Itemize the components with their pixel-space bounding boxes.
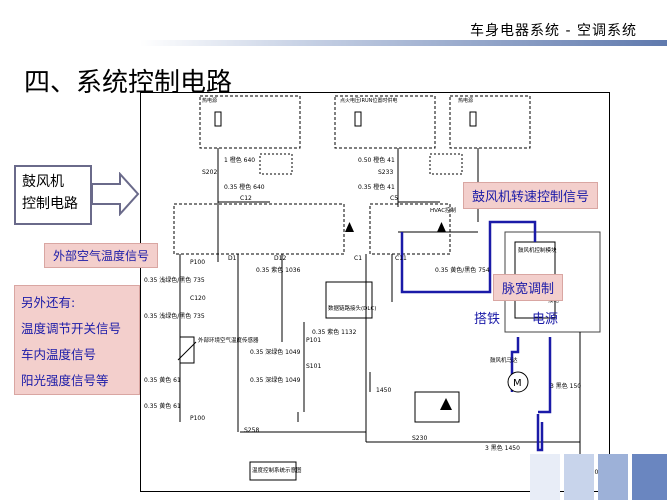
wire-label: 0.50 橙色 41 [358, 156, 395, 164]
fuse-box-2-label: 点火电压IRUN位置时供电 [340, 97, 397, 104]
component-note: 数据链路接头(DLC) [328, 304, 376, 312]
other-heading: 另外还有: [21, 295, 76, 310]
svg-text:M: M [513, 378, 522, 389]
ground-label: 搭铁 [474, 312, 501, 327]
other-item-3: 阳光强度信号等 [21, 373, 109, 388]
wire-label: 0.35 深绿色 1049 [250, 376, 301, 384]
blower-speed-signal-label: 鼓风机转速控制信号 [463, 182, 599, 209]
wire-label: 0.35 橙色 41 [358, 183, 395, 191]
wire-label: 0.35 浅绿色/黑色 735 [144, 276, 205, 284]
connector-label: G200 [586, 469, 602, 476]
pwm-label: 脉宽调制 [493, 274, 564, 301]
connector-label: D12 [274, 255, 286, 262]
component-note: 鼓风机控制模块 [518, 246, 557, 254]
other-item-1: 温度调节开关信号 [21, 321, 122, 336]
right-arrow-icon [92, 172, 140, 216]
wire-label: 3 黑色 150 [550, 382, 581, 390]
wire-label: 0.35 紫色 1036 [256, 266, 301, 274]
wire-label: 0.35 橙色 640 [224, 183, 265, 191]
connector-label: S101 [306, 363, 321, 370]
connector-label: C1 [354, 255, 362, 262]
connector-label: C12 [240, 195, 252, 202]
power-label: 电源 [532, 312, 559, 327]
connector-label: S233 [378, 169, 393, 176]
decorative-bars [530, 454, 667, 500]
connector-label: P101 [306, 337, 321, 344]
connector-label: S230 [412, 435, 427, 442]
wire-label: 0.35 深绿色 1049 [250, 348, 301, 356]
wire-label: 1 橙色 640 [224, 156, 255, 164]
blower-control-line1: 鼓风机 [22, 174, 64, 190]
fuse-box-3-label: 热电源 [458, 97, 473, 104]
connector-label: P100 [190, 415, 205, 422]
additional-signals-box: 另外还有: 温度调节开关信号 车内温度信号 阳光强度信号等 [14, 285, 140, 395]
wire-label: 0.35 浅绿色/黑色 735 [144, 312, 205, 320]
component-note: 外部环境空气温度传感器 [198, 336, 259, 344]
connector-label: S258 [244, 427, 259, 434]
wire-label: 0.35 黄色/黑色 754 [435, 266, 490, 274]
header-bar [140, 40, 667, 46]
wire-label: 0.35 黄色 61 [144, 402, 181, 410]
wire-label: 1450 [376, 387, 391, 394]
connector-label: C11 [395, 255, 407, 262]
wire-label: 0.35 黄色 61 [144, 376, 181, 384]
connector-label: S202 [202, 169, 217, 176]
outside-temp-signal-label: 外部空气温度信号 [44, 243, 159, 268]
connector-label: P100 [190, 259, 205, 266]
connector-label: C120 [190, 295, 206, 302]
header-title: 车身电器系统 - 空调系统 [470, 23, 637, 39]
component-note: 鼓风机马达 [490, 356, 518, 364]
component-note: 温度控制系统示意图 [252, 466, 302, 474]
connector-label: C5 [390, 195, 398, 202]
wire-label: 3 黑色 1450 [485, 444, 520, 452]
blower-control-label-box: 鼓风机 控制电路 [14, 165, 92, 225]
component-note: HVAC控制 [430, 206, 457, 214]
blower-control-line2: 控制电路 [22, 196, 78, 212]
wire-label: 0.35 紫色 1132 [312, 328, 357, 336]
fuse-box-1-label: 热电源 [202, 97, 217, 104]
other-item-2: 车内温度信号 [21, 347, 97, 362]
connector-label: D1 [228, 255, 237, 262]
